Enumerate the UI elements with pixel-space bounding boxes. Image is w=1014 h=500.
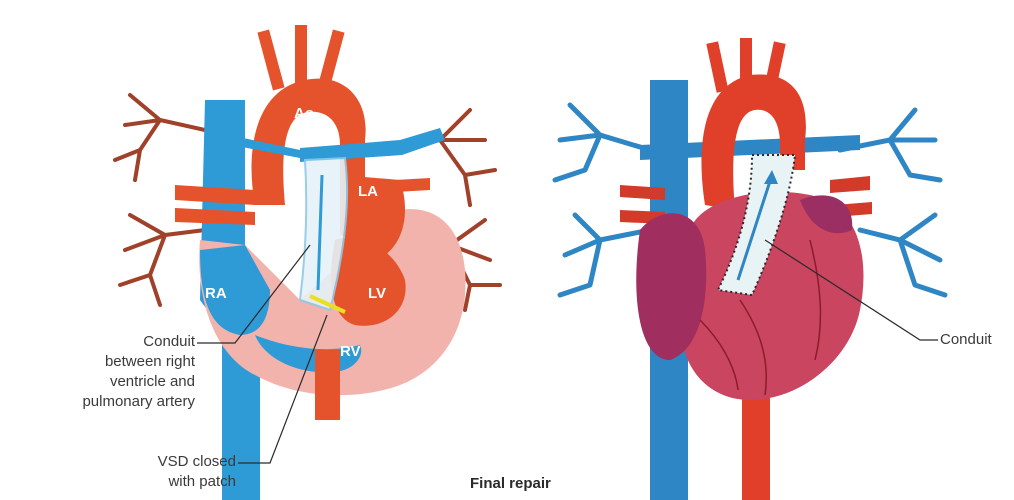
label-ao: Ao (294, 105, 314, 122)
callout-vsd-line-2: with patch (167, 473, 236, 490)
right-heart-external (555, 38, 945, 500)
aorta-branch-1 (257, 29, 284, 90)
left-heart-cutaway: Ao LA RA LV RV (115, 25, 500, 500)
callout-conduit-line-2: between right (105, 353, 196, 370)
right-descending-aorta (742, 390, 770, 500)
aorta-branch-2 (295, 25, 307, 85)
right-aorta-branch-2 (740, 38, 752, 88)
callout-conduit-line-3: ventricle and (110, 373, 195, 390)
pulmonary-artery (300, 128, 445, 162)
descending-aorta (315, 350, 340, 420)
callout-vsd-line-1: VSD closed (158, 453, 236, 470)
callout-conduit-right-label: Conduit (940, 331, 993, 348)
right-aorta-branch-1 (706, 41, 728, 92)
diagram-caption: Final repair (470, 475, 551, 492)
label-ra: RA (205, 285, 227, 302)
aorta-branch-3 (317, 29, 344, 90)
label-lv: LV (368, 285, 386, 302)
label-la: LA (358, 183, 378, 200)
label-rv: RV (340, 343, 361, 360)
callout-conduit-line-1: Conduit (143, 333, 196, 350)
callout-conduit-line-4: pulmonary artery (82, 393, 195, 410)
